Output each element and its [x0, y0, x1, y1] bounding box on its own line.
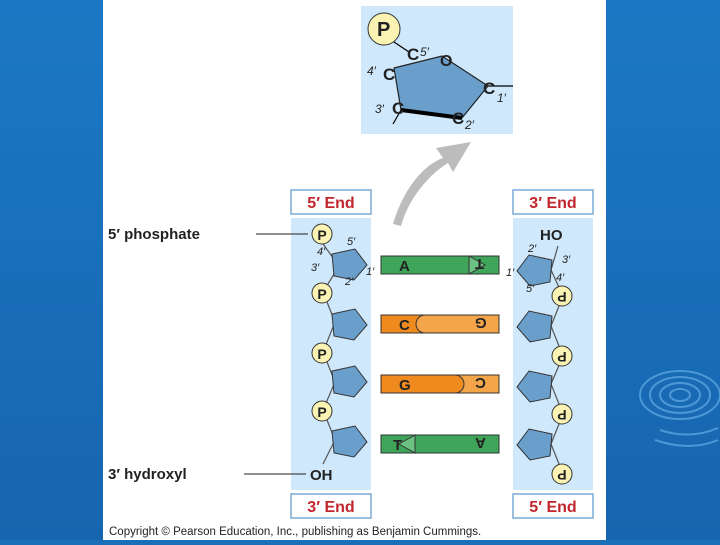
left-c4-label: 4′: [317, 246, 326, 258]
label-5-phosphate: 5′ phosphate: [108, 226, 200, 243]
inset-c3: C: [392, 99, 404, 118]
base-left: T: [393, 437, 402, 454]
inset-oxygen: O: [440, 53, 452, 70]
inset-phosphate: [367, 12, 401, 46]
right-top-end-label: 3′ End: [529, 195, 576, 212]
inset-c4: C: [383, 65, 395, 84]
left-phosphate-label: P: [317, 227, 326, 243]
right-top-end-box: [512, 189, 594, 215]
inset-c1: C: [483, 79, 495, 98]
dna-structure-diagram: P C 5′ O 4′ C C 1′ 3′ C C 2′ 5′ End 3′ E…: [108, 6, 594, 538]
right-backbone: P P P P HO 2′ 3′ 4′ 5′ 1′: [506, 227, 573, 485]
right-sugar: [516, 254, 553, 287]
right-phosphate: [551, 285, 573, 307]
base-left: C: [399, 317, 410, 334]
left-c2-label: 2′: [344, 276, 354, 288]
left-hydroxyl: OH: [310, 467, 333, 484]
right-sugar: [516, 370, 553, 403]
curved-arrow: [393, 142, 471, 226]
base-right: G: [475, 314, 487, 331]
copyright-text: Copyright © Pearson Education, Inc., pub…: [109, 526, 481, 538]
right-bottom-end-label: 5′ End: [529, 499, 576, 516]
left-bottom-end-label: 3′ End: [307, 499, 354, 516]
base-left: A: [399, 258, 410, 275]
left-c1-label: 1′: [366, 266, 375, 278]
ripple-decoration: [639, 370, 720, 447]
right-c3-label: 3′: [562, 254, 571, 266]
inset-c2-label: 2′: [464, 118, 475, 132]
inset-c5: C: [407, 45, 419, 64]
right-sugar: [516, 428, 553, 461]
left-sugar: [331, 425, 368, 458]
inset-phosphate-label: P: [377, 19, 390, 41]
left-c3-label: 3′: [311, 262, 320, 274]
right-c1-label: 1′: [506, 267, 515, 279]
inset-c3-label: 3′: [375, 102, 385, 116]
base-left: G: [399, 377, 411, 394]
right-hydroxyl: HO: [540, 227, 563, 244]
base-right: T: [475, 255, 484, 272]
diagram-slide: P C 5′ O 4′ C C 1′ 3′ C C 2′ 5′ End 3′ E…: [103, 0, 606, 540]
sugar-inset: P C 5′ O 4′ C C 1′ 3′ C C 2′: [361, 6, 513, 134]
right-phosphate-label: P: [557, 349, 566, 365]
right-phosphate-label: P: [557, 289, 566, 305]
right-phosphate: [551, 403, 573, 425]
right-c5-label: 5′: [526, 283, 535, 295]
label-3-hydroxyl: 3′ hydroxyl: [108, 466, 187, 483]
right-phosphate-label: P: [557, 407, 566, 423]
right-phosphate: [551, 463, 573, 485]
left-backbone: P P P P 5′ 4′ 3′ 2′ 1′ OH: [310, 223, 375, 484]
left-phosphate: [311, 342, 333, 364]
right-c2-label: 2′: [527, 243, 537, 255]
inset-c1-label: 1′: [497, 91, 507, 105]
base-right: C: [475, 374, 486, 391]
left-phosphate-label: P: [317, 286, 326, 302]
inset-c2: C: [452, 109, 464, 128]
right-phosphate: [551, 345, 573, 367]
left-sugar: [331, 365, 368, 398]
left-phosphate: [311, 400, 333, 422]
right-sugar: [516, 310, 553, 343]
inset-c5-prime: 5′: [420, 45, 430, 59]
left-c5-label: 5′: [347, 236, 356, 248]
right-bottom-end-box: [512, 493, 594, 519]
right-c4-label: 4′: [556, 272, 565, 284]
base-pairs: A T C G G C T A: [380, 255, 500, 454]
left-top-end-box: [290, 189, 372, 215]
left-top-end-label: 5′ End: [307, 195, 354, 212]
left-bottom-end-box: [290, 493, 372, 519]
right-phosphate-label: P: [557, 467, 566, 483]
left-phosphate-label: P: [317, 404, 326, 420]
left-sugar: [331, 248, 368, 281]
left-phosphate: [311, 282, 333, 304]
inset-sugar-ring: [393, 55, 489, 119]
left-sugar: [331, 308, 368, 341]
left-phosphate: [311, 223, 333, 245]
left-phosphate-label: P: [317, 346, 326, 362]
inset-c4-label: 4′: [367, 64, 377, 78]
base-right: A: [475, 434, 486, 451]
